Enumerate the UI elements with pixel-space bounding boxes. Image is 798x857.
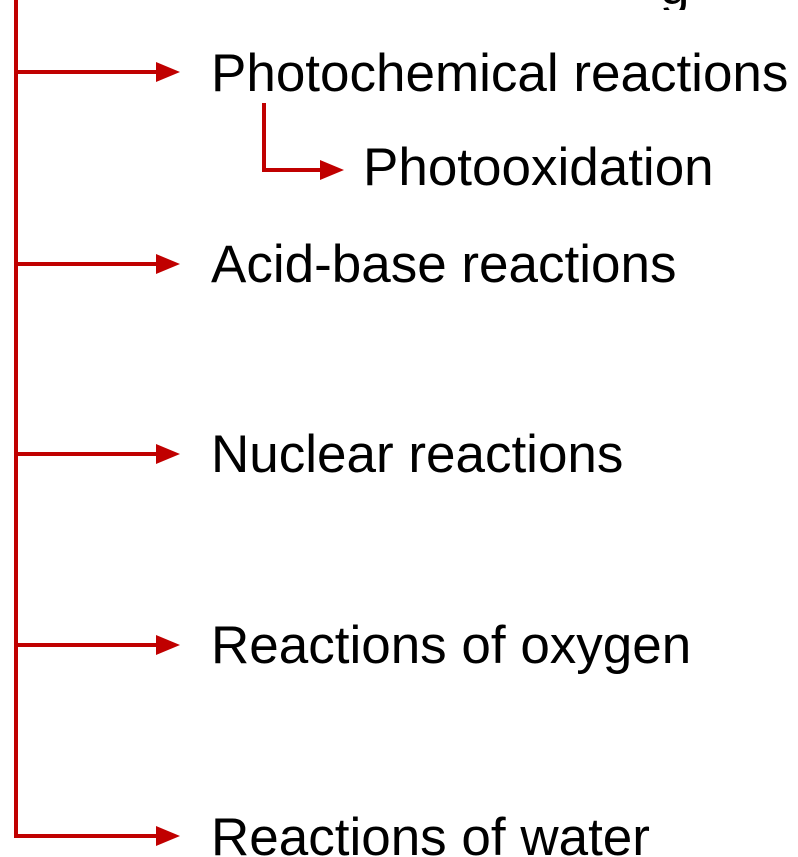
node-photooxidation: Photooxidation <box>363 138 714 197</box>
arrowhead-photooxidation <box>320 160 344 180</box>
arrowhead-oxygen <box>156 635 180 655</box>
node-nuclear-reactions: Nuclear reactions <box>211 425 624 484</box>
sub-branch-line-photooxidation <box>262 103 322 172</box>
cropped-top-glyph: g <box>660 0 689 10</box>
node-reactions-of-oxygen: Reactions of oxygen <box>211 616 692 675</box>
arrowhead-acid-base <box>156 254 180 274</box>
cropped-top-text: g <box>660 0 720 10</box>
arrowhead-water <box>156 826 180 846</box>
node-acid-base-reactions: Acid-base reactions <box>211 235 677 294</box>
node-photochemical-reactions: Photochemical reactions <box>211 44 789 103</box>
arrowhead-nuclear <box>156 444 180 464</box>
arrowhead-photochemical <box>156 62 180 82</box>
node-reactions-of-water: Reactions of water <box>211 808 650 857</box>
